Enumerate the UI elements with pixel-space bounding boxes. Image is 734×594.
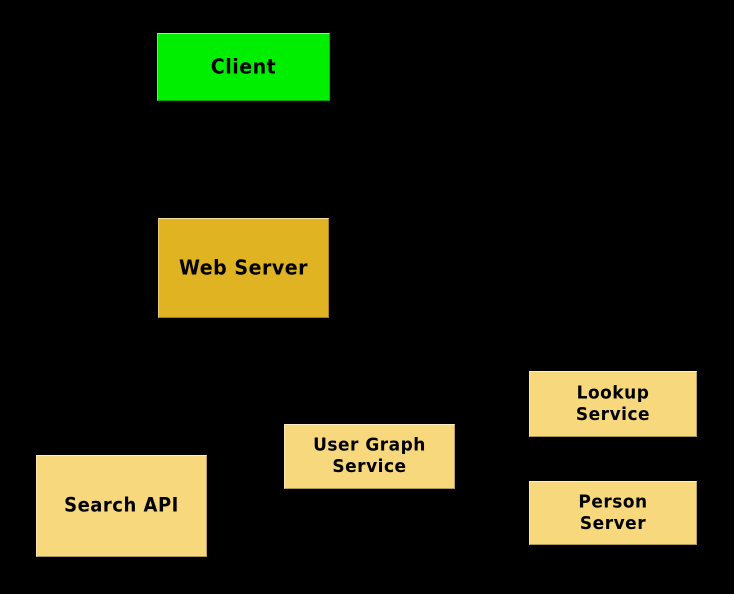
node-person-server-label: Person Server: [578, 491, 648, 535]
node-web-server[interactable]: Web Server: [158, 218, 329, 318]
node-search-api-label: Search API: [64, 494, 179, 517]
node-client-label: Client: [210, 55, 277, 79]
node-web-server-label: Web Server: [179, 256, 308, 280]
node-client[interactable]: Client: [157, 33, 330, 101]
node-lookup-service[interactable]: Lookup Service: [529, 371, 697, 437]
node-lookup-service-label: Lookup Service: [575, 382, 651, 426]
node-user-graph-service-label: User Graph Service: [313, 435, 426, 478]
node-search-api[interactable]: Search API: [36, 455, 207, 557]
node-person-server[interactable]: Person Server: [529, 481, 697, 545]
node-user-graph-service[interactable]: User Graph Service: [284, 424, 455, 489]
